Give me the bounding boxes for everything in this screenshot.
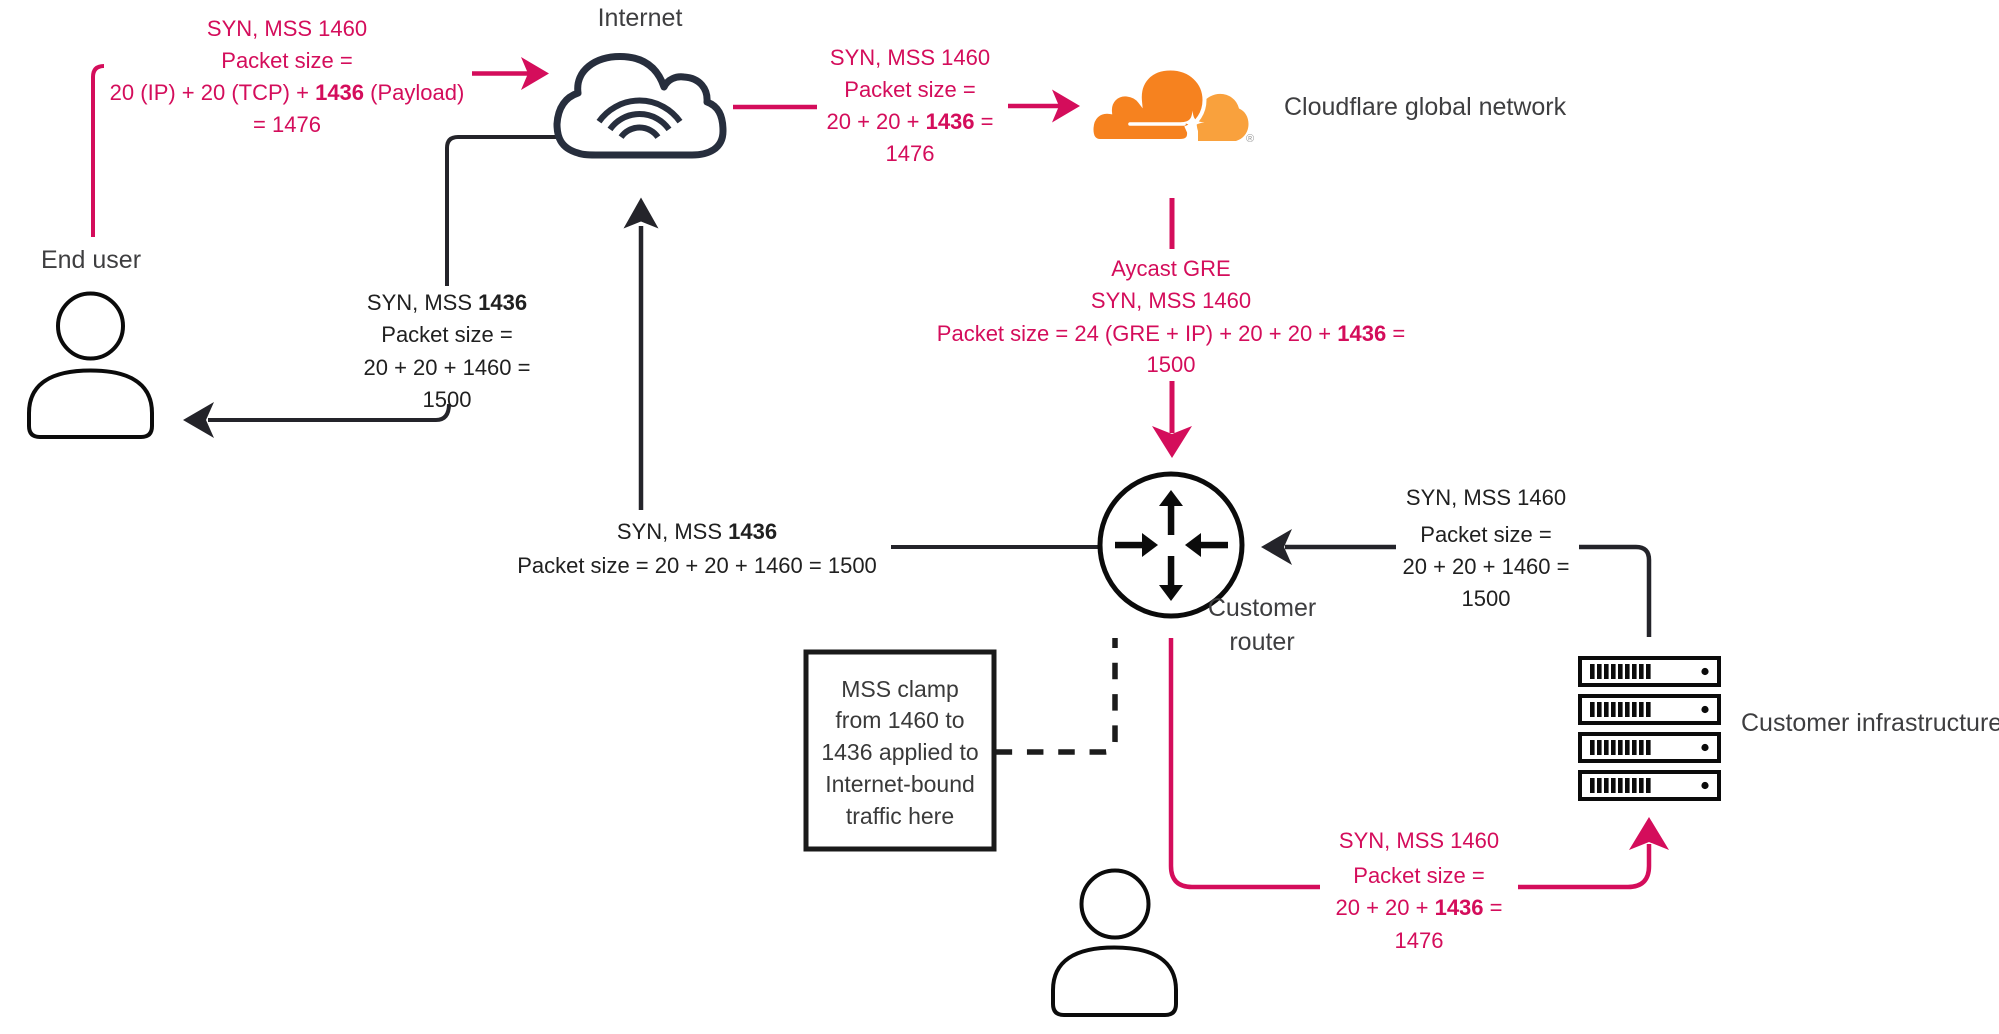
- svg-text:SYN, MSS 1460: SYN, MSS 1460: [830, 45, 990, 70]
- svg-text:®: ®: [1246, 133, 1254, 145]
- svg-text:Packet size =: Packet size =: [844, 77, 975, 102]
- svg-text:from 1460 to: from 1460 to: [835, 707, 964, 733]
- svg-text:20 + 20 + 1436 =: 20 + 20 + 1436 =: [826, 109, 993, 134]
- svg-text:router: router: [1229, 628, 1294, 656]
- svg-text:Packet size =: Packet size =: [1353, 863, 1484, 888]
- svg-text:SYN, MSS 1460: SYN, MSS 1460: [1091, 288, 1251, 313]
- svg-text:Packet size =: Packet size =: [381, 322, 512, 347]
- svg-text:Cloudflare global network: Cloudflare global network: [1284, 93, 1567, 121]
- svg-text:MSS clamp: MSS clamp: [841, 676, 959, 702]
- svg-text:Internet: Internet: [598, 4, 683, 32]
- svg-text:SYN, MSS 1460: SYN, MSS 1460: [207, 16, 367, 41]
- svg-text:SYN, MSS 1436: SYN, MSS 1436: [617, 519, 777, 544]
- svg-text:20 + 20 + 1460 =: 20 + 20 + 1460 =: [1403, 554, 1570, 579]
- svg-text:End user: End user: [41, 246, 141, 274]
- svg-text:Internet-bound: Internet-bound: [825, 771, 975, 797]
- svg-text:SYN, MSS 1436: SYN, MSS 1436: [367, 290, 527, 315]
- svg-text:1436 applied to: 1436 applied to: [821, 739, 978, 765]
- svg-text:1476: 1476: [1395, 928, 1444, 953]
- svg-text:= 1476: = 1476: [253, 112, 321, 137]
- svg-text:SYN, MSS 1460: SYN, MSS 1460: [1339, 828, 1499, 853]
- svg-text:1500: 1500: [423, 387, 472, 412]
- svg-text:1476: 1476: [886, 141, 935, 166]
- svg-text:SYN, MSS 1460: SYN, MSS 1460: [1406, 485, 1566, 510]
- svg-text:1500: 1500: [1462, 586, 1511, 611]
- svg-text:Packet size = 24 (GRE + IP) +: Packet size = 24 (GRE + IP) + 20 + 20 + …: [937, 321, 1405, 346]
- svg-text:Packet size =: Packet size =: [221, 48, 352, 73]
- svg-text:Packet size =: Packet size =: [1420, 522, 1551, 547]
- svg-text:20 + 20 + 1460 =: 20 + 20 + 1460 =: [364, 355, 531, 380]
- svg-text:20 (IP) + 20 (TCP) + 1436 (Pay: 20 (IP) + 20 (TCP) + 1436 (Payload): [110, 80, 465, 105]
- svg-text:1500: 1500: [1147, 352, 1196, 377]
- svg-text:Packet size = 20 + 20 + 1460 =: Packet size = 20 + 20 + 1460 = 1500: [517, 553, 877, 578]
- svg-text:traffic here: traffic here: [846, 803, 954, 829]
- svg-text:Customer infrastructure: Customer infrastructure: [1741, 709, 1999, 737]
- svg-text:Aycast GRE: Aycast GRE: [1111, 256, 1230, 281]
- svg-text:20 + 20 + 1436 =: 20 + 20 + 1436 =: [1335, 895, 1502, 920]
- svg-text:Customer: Customer: [1208, 594, 1316, 622]
